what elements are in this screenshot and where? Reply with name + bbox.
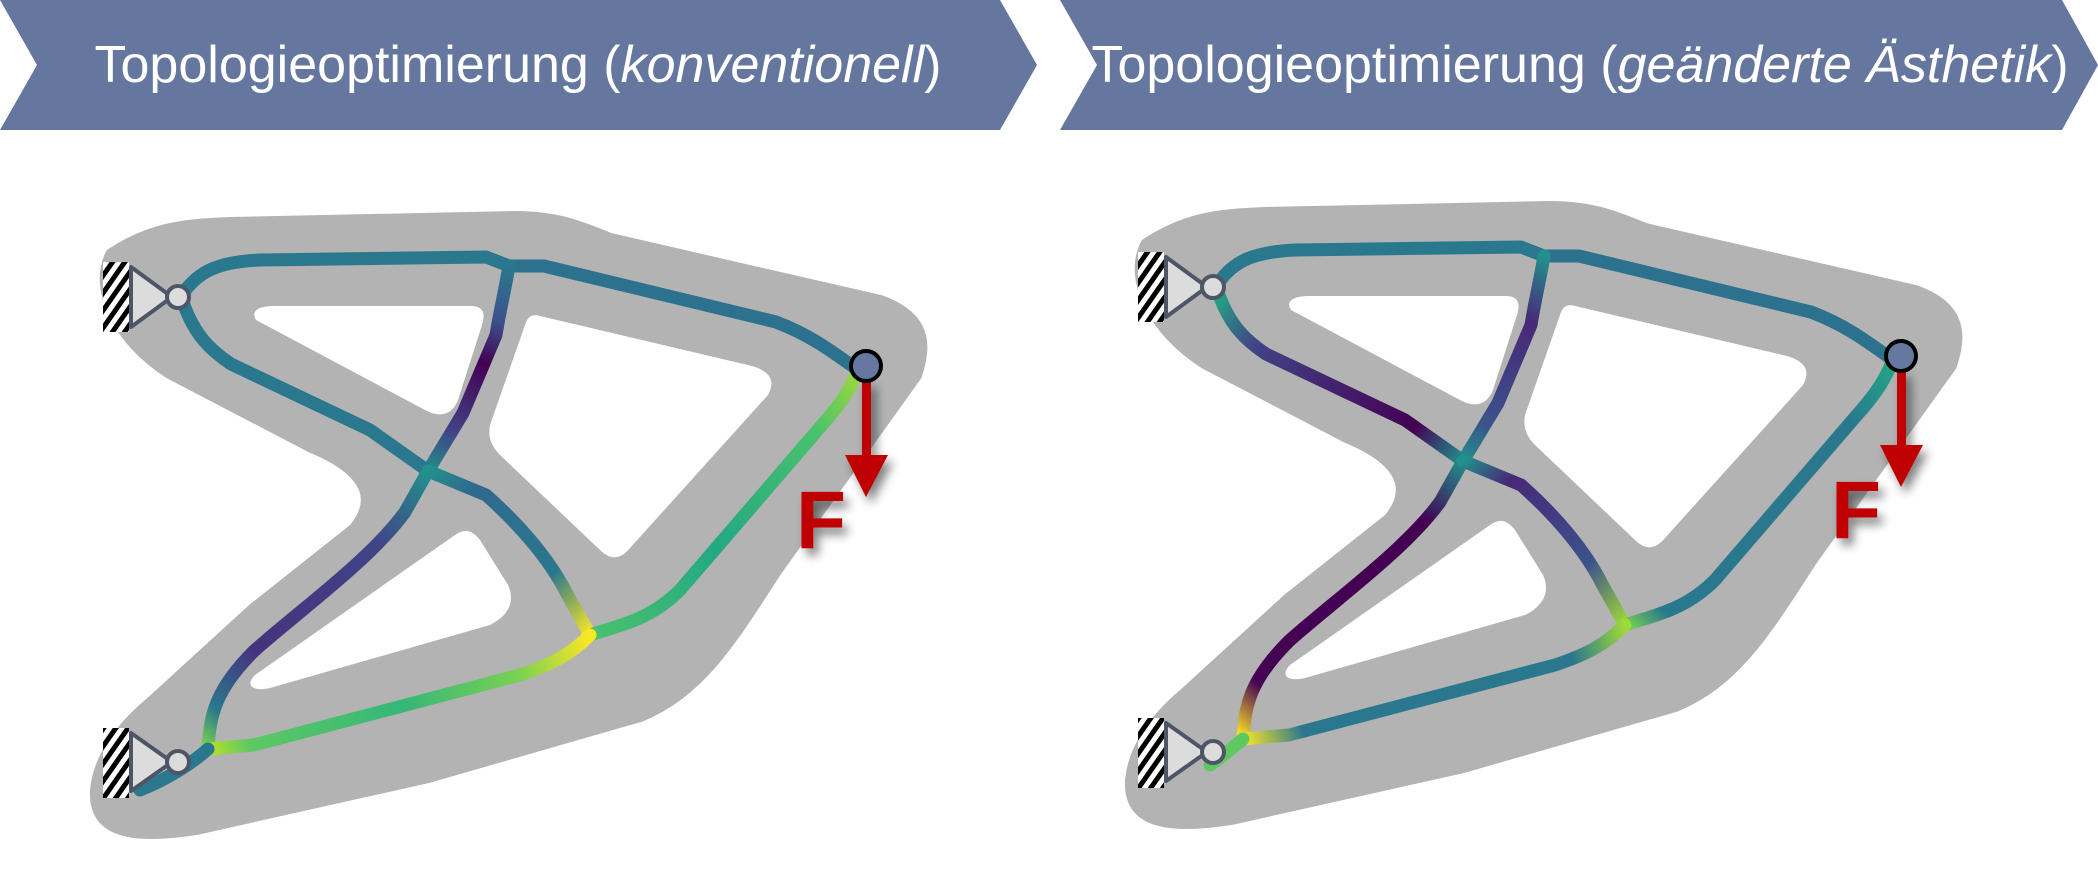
member-top-right [502, 259, 865, 377]
member-center-right [1456, 454, 1632, 632]
force-label: F [1831, 465, 1881, 556]
support-bottom [103, 728, 191, 798]
member-right [1618, 353, 1900, 632]
member-top-left [1212, 240, 1551, 289]
member-right [583, 363, 865, 642]
member-upper-diagonal [1212, 288, 1470, 468]
hatched-wall-icon [1138, 252, 1164, 322]
force-label: F [796, 475, 846, 566]
load-application: F [796, 380, 888, 566]
member-diagonal [1456, 249, 1551, 468]
support-triangle-icon [129, 731, 174, 793]
member-top-left [177, 250, 516, 299]
pin-joint-icon [165, 749, 191, 775]
load-application: F [1831, 370, 1923, 556]
hatched-wall-icon [103, 262, 129, 332]
load-paths [133, 250, 865, 797]
header-conventional: Topologieoptimierung (konventionell) [0, 0, 1037, 130]
force-arrow-head-icon [1880, 445, 1923, 487]
pin-joint-icon [1200, 739, 1226, 765]
header-title: Topologieoptimierung (geänderte Ästhetik… [1091, 36, 2068, 94]
load-node-icon [849, 349, 883, 383]
header-changed-aesthetics: Topologieoptimierung (geänderte Ästhetik… [1060, 0, 2098, 130]
support-top [103, 262, 191, 332]
member-lower-diagonal [1236, 454, 1470, 746]
support-bottom [1138, 718, 1226, 788]
force-arrow-shaft [1897, 370, 1906, 448]
member-bottom [1236, 618, 1632, 746]
hatched-wall-icon [103, 728, 129, 798]
member-center-right [421, 464, 597, 642]
pin-joint-icon [1200, 274, 1226, 300]
chevron-banner [0, 0, 1037, 130]
support-triangle-icon [1164, 255, 1209, 319]
load-paths [1203, 240, 1900, 772]
member-bottom [201, 628, 597, 756]
support-triangle-icon [1164, 721, 1209, 783]
load-node-icon [1884, 339, 1918, 373]
member-upper-diagonal [177, 298, 435, 478]
header-title: Topologieoptimierung (konventionell) [95, 36, 942, 94]
support-top [1138, 252, 1226, 322]
chevron-banner [1060, 0, 2098, 130]
pin-joint-icon [165, 284, 191, 310]
panel-changed-aesthetics: F [1132, 208, 1955, 822]
force-arrow-shaft [862, 380, 871, 458]
hatched-wall-icon [1138, 718, 1164, 788]
member-diagonal [421, 259, 516, 478]
panel-conventional: F [97, 218, 920, 832]
member-top-right [1537, 249, 1900, 367]
support-triangle-icon [129, 265, 174, 329]
member-lower-diagonal [201, 464, 435, 756]
force-arrow-head-icon [845, 455, 888, 497]
